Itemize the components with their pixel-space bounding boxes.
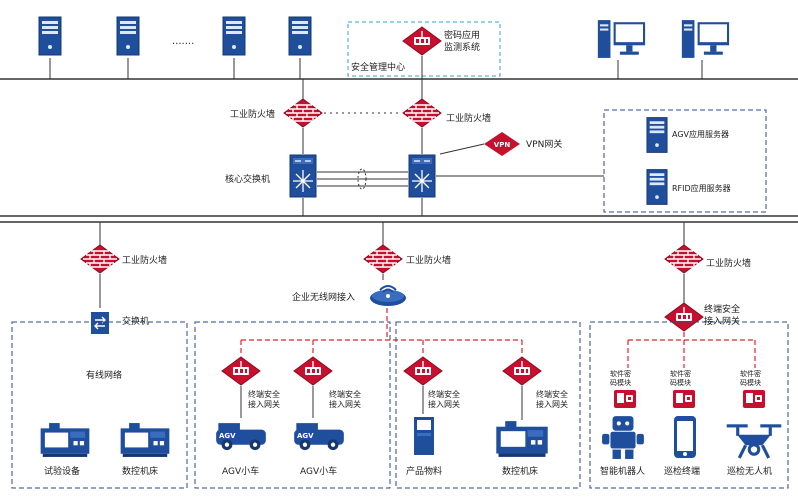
wireless-access-label: 企业无线网接入: [292, 291, 355, 303]
workstation-icon: [681, 20, 730, 58]
crypto-monitor-label-1: 密码应用: [444, 29, 480, 41]
switch-label: 交换机: [122, 315, 149, 327]
firewall-right-label: 工业防火墙: [446, 112, 491, 124]
zone-robot: [589, 321, 789, 489]
edge-gateway-label-1: 终端安全: [704, 303, 740, 315]
test-equipment-icon: [40, 423, 90, 457]
firewall-icon: [80, 244, 120, 274]
agv-gw-label-2: 接入网关: [248, 399, 280, 409]
robot-item-1: 巡检终端: [664, 465, 700, 477]
wireless-links: [240, 308, 756, 368]
zone-product: [395, 321, 581, 489]
agv-gw-label-1: 终端安全: [248, 389, 280, 399]
crypto-module-icon: [614, 390, 636, 408]
gateway-icon: [502, 356, 542, 386]
firewall-label: 工业防火墙: [406, 254, 451, 266]
gateway-icon: [293, 356, 333, 386]
workstation-icon: [597, 20, 646, 58]
agv-item-1: AGV小车: [300, 465, 337, 477]
server-icon: [646, 117, 668, 153]
product-gw-label-2: 接入网关: [428, 399, 460, 409]
agv-gw-label-1: 终端安全: [329, 389, 361, 399]
vpn-icon: [484, 132, 520, 156]
module-label-2: 码模块: [610, 378, 631, 387]
product-gw-label-1: 终端安全: [428, 389, 460, 399]
agv-item-0: AGV小车: [222, 465, 259, 477]
core-switch-icon: [408, 154, 436, 198]
firewall-icon: [402, 98, 442, 128]
wired-zone-title: 有线网络: [86, 369, 122, 381]
crypto-monitor-label-2: 监测系统: [444, 41, 480, 53]
module-label-2: 码模块: [670, 378, 691, 387]
product-gw-label-2: 接入网关: [536, 399, 568, 409]
gateway-icon: [664, 302, 704, 332]
drone-icon: [725, 422, 783, 460]
product-item-0: 产品物料: [406, 465, 442, 477]
module-label-2: 码模块: [740, 378, 761, 387]
firewall-left-label: 工业防火墙: [230, 108, 275, 120]
vpn-label: VPN网关: [526, 138, 562, 150]
rfid-server-label: RFID应用服务器: [672, 183, 731, 193]
robot-item-0: 智能机器人: [600, 465, 645, 477]
top-workstations: [597, 20, 730, 79]
app-server-box: [603, 109, 767, 213]
zone-agv: [194, 321, 391, 489]
server-icon: [288, 16, 312, 56]
edge-gateway-label-2: 接入网关: [704, 315, 740, 327]
product-gw-label-1: 终端安全: [536, 389, 568, 399]
wired-item-1: 数控机床: [122, 465, 158, 477]
crypto-module-icon: [673, 390, 695, 408]
vpn-gateway: VPN VPN网关: [439, 132, 562, 156]
robot-icon: [602, 416, 644, 459]
agv-server-label: AGV应用服务器: [672, 129, 729, 139]
cnc-machine-icon: [120, 423, 170, 457]
gateway-icon: [403, 356, 443, 386]
agv-badge: AGV: [297, 432, 314, 440]
vpn-badge: VPN: [494, 141, 511, 149]
module-label-1: 软件密: [670, 369, 691, 378]
security-center-label: 安全管理中心: [351, 61, 405, 73]
product-item-1: 数控机床: [502, 465, 538, 477]
firewall-icon: [664, 244, 704, 274]
server-icon: [116, 16, 140, 56]
firewall-icon: [283, 98, 323, 128]
server-icon: [222, 16, 246, 56]
wireless-ap-icon: [369, 285, 407, 307]
gateway-icon: [221, 356, 261, 386]
inspection-terminal-icon: [674, 416, 696, 458]
agv-gw-label-2: 接入网关: [329, 399, 361, 409]
cnc-machine-icon: [496, 421, 548, 457]
ellipsis-dots: .......: [172, 36, 194, 47]
firewall-icon: [363, 244, 403, 274]
firewall-label: 工业防火墙: [706, 257, 751, 269]
crypto-monitor-icon: [402, 26, 442, 56]
core-switch-label: 核心交换机: [225, 173, 270, 185]
top-servers: .......: [38, 16, 312, 79]
agv-badge: AGV: [219, 432, 236, 440]
module-label-1: 软件密: [610, 369, 631, 378]
server-icon: [38, 16, 62, 56]
product-material-icon: [414, 417, 434, 455]
crypto-module-icon: [743, 390, 765, 408]
robot-item-2: 巡检无人机: [727, 465, 772, 477]
wired-item-0: 试验设备: [44, 465, 80, 477]
security-center-box: [347, 21, 501, 77]
server-icon: [646, 169, 668, 205]
core-switch-icon: [289, 154, 317, 198]
firewall-label: 工业防火墙: [122, 254, 167, 266]
zone-wired: [11, 321, 188, 489]
module-label-1: 软件密: [740, 369, 761, 378]
switch-icon: [90, 311, 110, 335]
